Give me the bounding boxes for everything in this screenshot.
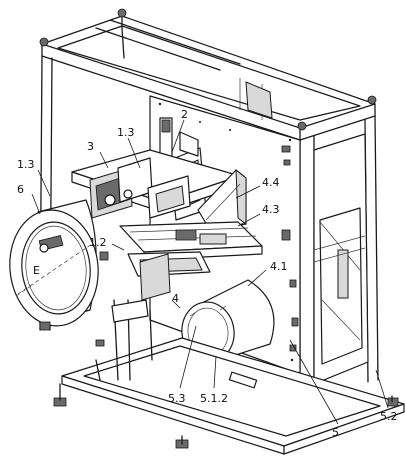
- label-5-3: 5.3: [168, 392, 186, 405]
- label-2: 2: [181, 108, 188, 121]
- label-1-3-left: 1.3: [17, 158, 35, 171]
- label-4: 4: [172, 292, 179, 305]
- label-1-2: 1.2: [89, 236, 107, 249]
- label-1-3-top: 1.3: [117, 126, 135, 139]
- label-5: 5: [332, 426, 339, 439]
- label-4-3: 4.3: [262, 203, 280, 216]
- label-5-1-2: 5.1.2: [200, 392, 228, 405]
- label-4-1: 4.1: [270, 260, 288, 273]
- linear-guide: [119, 221, 263, 277]
- drum-left: [9, 199, 99, 327]
- carriage-platform: [71, 149, 241, 219]
- label-6: 6: [17, 183, 24, 196]
- label-5-2: 5.2: [380, 410, 398, 423]
- label-E: E: [33, 264, 40, 277]
- leader-lines: [31, 119, 389, 425]
- drum-right: [181, 279, 275, 363]
- reference-labels: 1.3 2 3 1.3 6 4.4 4.3 1.2 E 4.1 4 5.3 5.…: [17, 108, 398, 439]
- label-3: 3: [87, 140, 94, 153]
- label-4-4: 4.4: [262, 176, 280, 189]
- top-frame: [39, 8, 377, 141]
- side-panel: [313, 133, 369, 385]
- lower-frame: [39, 251, 405, 455]
